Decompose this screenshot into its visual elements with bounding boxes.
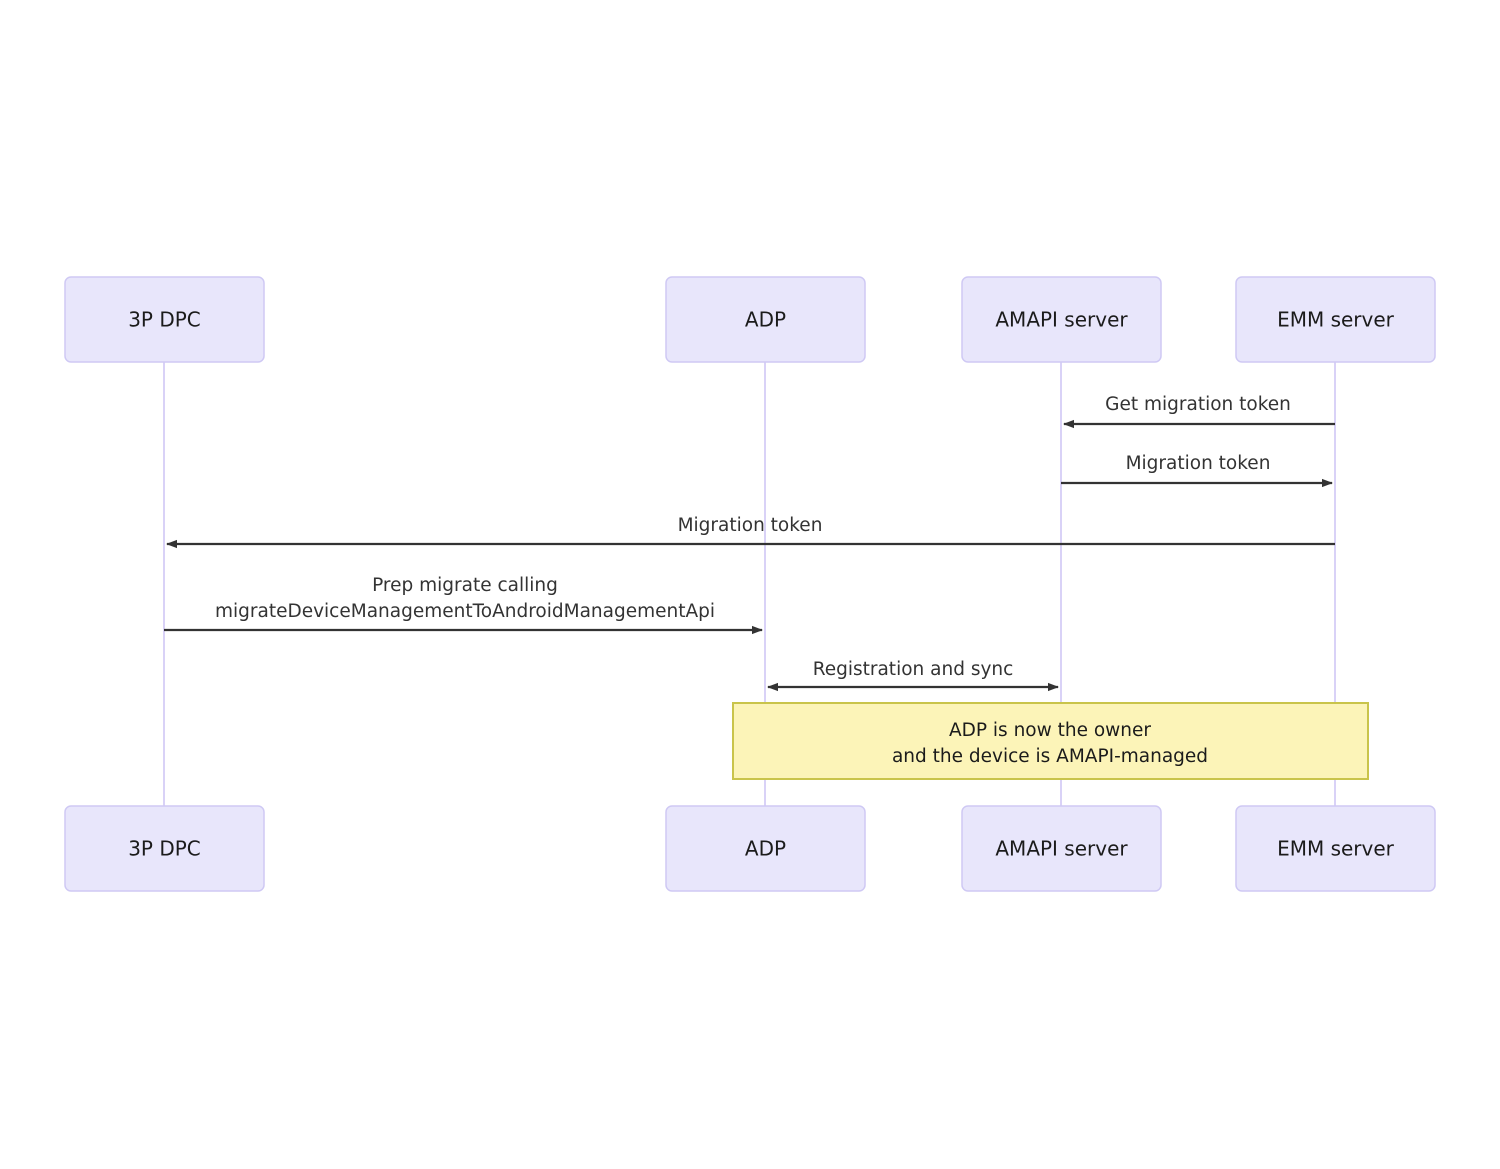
note-label-line2: and the device is AMAPI-managed [892, 746, 1208, 767]
participant-label-dpc-bottom: 3P DPC [128, 837, 201, 861]
participant-label-adp-bottom: ADP [745, 837, 786, 861]
participant-bottom-amapi[interactable]: AMAPI server [961, 805, 1162, 892]
message-migration-token-to-emm[interactable]: Migration token [1061, 453, 1333, 488]
participant-box-adp-bottom[interactable] [665, 805, 866, 892]
participant-label-emm-bottom: EMM server [1277, 837, 1395, 861]
participant-bottom-emm[interactable]: EMM server [1235, 805, 1436, 892]
message-label-migration-token-to-emm: Migration token [1126, 453, 1271, 474]
participant-box-amapi-top[interactable] [961, 276, 1162, 363]
participant-bottom-adp[interactable]: ADP [665, 805, 866, 892]
message-migration-token-to-dpc[interactable]: Migration token [166, 515, 1335, 549]
participant-label-emm-top: EMM server [1277, 308, 1395, 332]
note-label-line1: ADP is now the owner [949, 720, 1151, 741]
message-label-get-migration-token: Get migration token [1105, 394, 1291, 415]
participant-box-adp-top[interactable] [665, 276, 866, 363]
message-label-migration-token-to-dpc: Migration token [678, 515, 823, 536]
message-label-prep-migrate-line2: migrateDeviceManagementToAndroidManageme… [215, 601, 715, 622]
message-label-registration-and-sync: Registration and sync [813, 659, 1014, 680]
participant-box-emm-top[interactable] [1235, 276, 1436, 363]
participant-box-amapi-bottom[interactable] [961, 805, 1162, 892]
participant-box-dpc-top[interactable] [64, 276, 265, 363]
participant-label-adp-top: ADP [745, 308, 786, 332]
participant-top-dpc[interactable]: 3P DPC [64, 276, 265, 363]
participant-label-amapi-top: AMAPI server [995, 308, 1128, 332]
message-registration-and-sync[interactable]: Registration and sync [767, 659, 1059, 692]
participant-box-dpc-bottom[interactable] [64, 805, 265, 892]
participants-top: 3P DPC ADP AMAPI server EMM server [64, 276, 1436, 363]
note-box-adp-owner[interactable] [732, 702, 1369, 780]
participant-top-amapi[interactable]: AMAPI server [961, 276, 1162, 363]
participant-label-amapi-bottom: AMAPI server [995, 837, 1128, 861]
participant-box-emm-bottom[interactable] [1235, 805, 1436, 892]
participant-bottom-dpc[interactable]: 3P DPC [64, 805, 265, 892]
participants-bottom: 3P DPC ADP AMAPI server EMM server [64, 805, 1436, 892]
participant-label-dpc-top: 3P DPC [128, 308, 201, 332]
message-label-prep-migrate-line1: Prep migrate calling [372, 575, 558, 596]
messages-group: Get migration token Migration token Migr… [164, 394, 1335, 692]
message-get-migration-token[interactable]: Get migration token [1063, 394, 1335, 429]
message-prep-migrate[interactable]: Prep migrate calling migrateDeviceManage… [164, 575, 763, 635]
note-adp-owner[interactable]: ADP is now the owner and the device is A… [732, 702, 1369, 780]
participant-top-adp[interactable]: ADP [665, 276, 866, 363]
participant-top-emm[interactable]: EMM server [1235, 276, 1436, 363]
